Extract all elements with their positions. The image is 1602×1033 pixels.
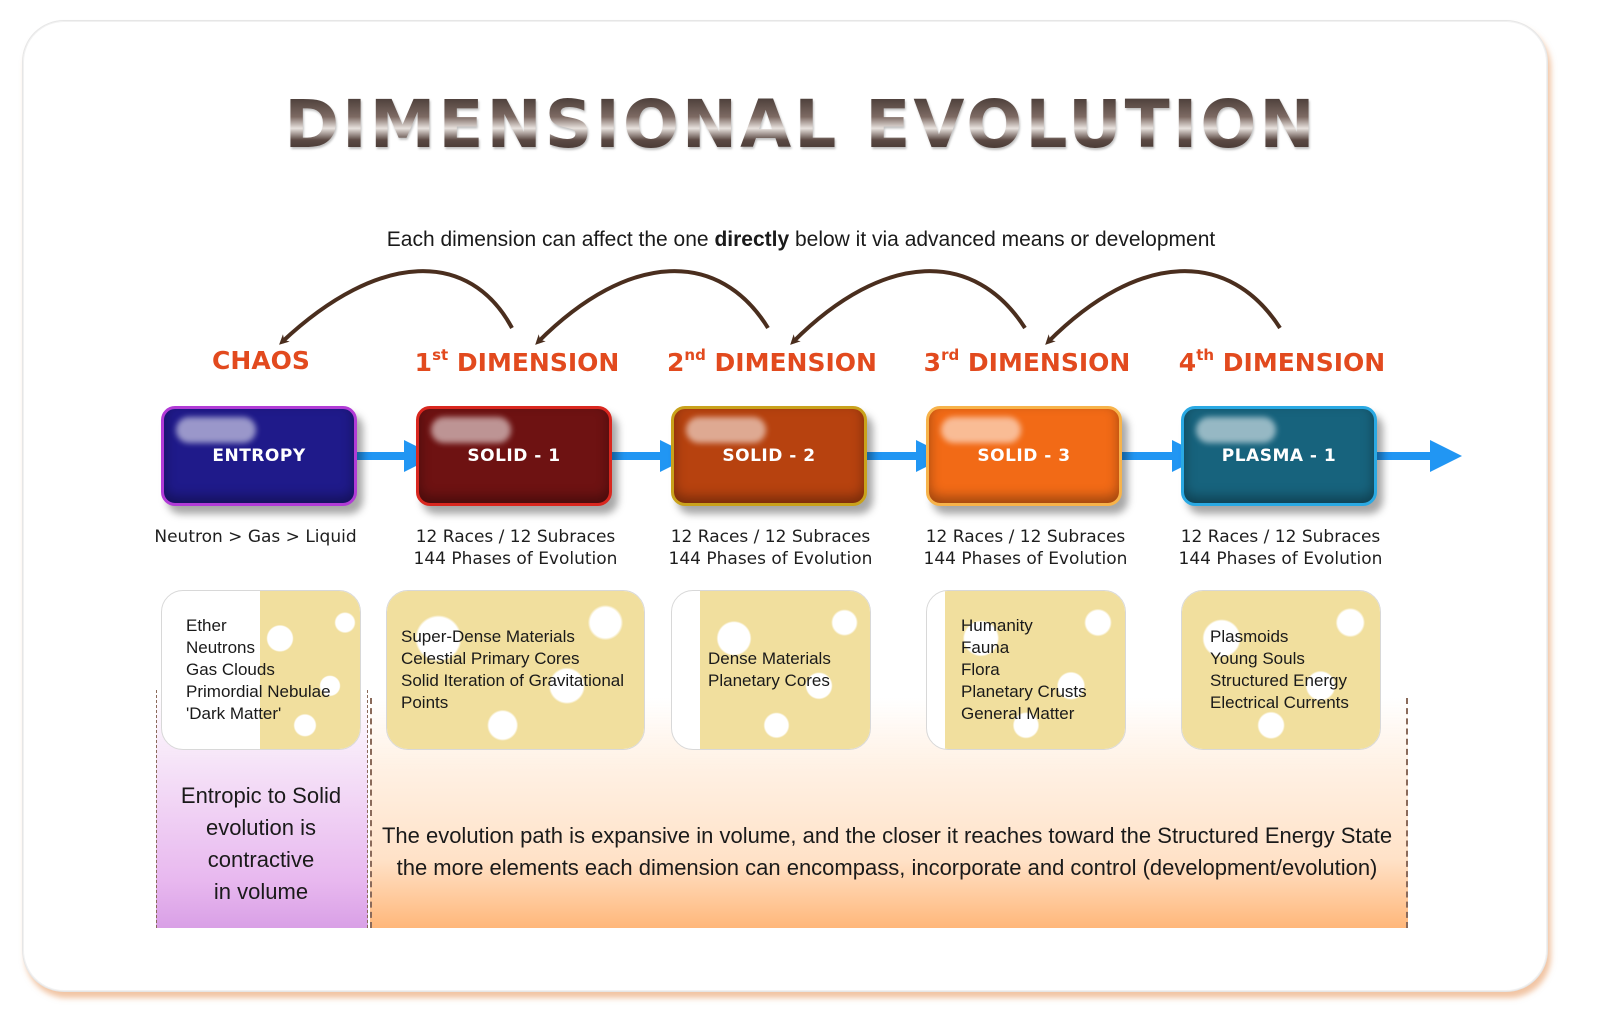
phase-text-chaos: Neutron > Gas > Liquid [154, 527, 357, 547]
subtitle-bold: directly [714, 228, 790, 251]
elements-panel-chaos: Ether Neutrons Gas Clouds Primordial Neb… [161, 590, 361, 750]
element-item: 'Dark Matter' [186, 704, 282, 723]
element-item: Primordial Nebulae [186, 682, 331, 701]
element-item: Young Souls [1210, 649, 1305, 668]
contractive-note: Entropic to Solid evolution is contracti… [180, 783, 342, 904]
stage-label-4th-dimension: 4th DIMENSION [1178, 346, 1386, 377]
element-item: General Matter [961, 704, 1075, 723]
element-item: Neutrons [186, 638, 255, 657]
subtitle-after: below it via advanced means or developme… [789, 228, 1216, 251]
state-box-solid-3: SOLID - 3 [926, 406, 1122, 506]
state-box-plasma-1: PLASMA - 1 [1181, 406, 1377, 506]
influence-arrow-2-to-1 [535, 269, 770, 345]
element-item: Fauna [961, 638, 1010, 657]
element-item: Electrical Currents [1210, 693, 1349, 712]
influence-arrow-4-to-3 [1045, 269, 1282, 345]
elements-panel-1st: Super-Dense Materials Celestial Primary … [386, 590, 645, 750]
subtitle: Each dimension can affect the one direct… [0, 228, 1602, 252]
element-item: Celestial Primary Cores [401, 649, 580, 668]
state-box-entropy: ENTROPY [161, 406, 357, 506]
element-item: Solid Iteration of Gravitational [401, 671, 625, 690]
influence-arrow-3-to-2 [790, 269, 1027, 345]
element-item: Ether [186, 616, 227, 635]
element-item: Super-Dense Materials [401, 627, 575, 646]
element-item: Dense Materials [708, 649, 831, 668]
element-item: Points [401, 693, 449, 712]
state-box-solid-2: SOLID - 2 [671, 406, 867, 506]
element-item: Humanity [961, 616, 1033, 635]
state-box-solid-1: SOLID - 1 [416, 406, 612, 506]
expansive-note: The evolution path is expansive in volum… [381, 823, 1393, 880]
element-item: Planetary Cores [708, 671, 830, 690]
element-item: Plasmoids [1210, 627, 1289, 646]
stage-label-2nd-dimension: 2nd DIMENSION [667, 346, 877, 377]
influence-arrow-1-to-chaos [279, 269, 514, 345]
element-item: Structured Energy [1210, 671, 1348, 690]
stage-label-1st-dimension: 1st DIMENSION [414, 346, 620, 377]
flow-arrow-5 [1362, 440, 1462, 472]
element-item: Planetary Crusts [961, 682, 1087, 701]
stage-label-3rd-dimension: 3rd DIMENSION [923, 346, 1131, 377]
stage-label-chaos: CHAOS [212, 346, 310, 375]
elements-panel-4th: Plasmoids Young Souls Structured Energy … [1181, 590, 1381, 750]
elements-panel-2nd: Dense Materials Planetary Cores [671, 590, 871, 750]
page-title: DIMENSIONAL EVOLUTION [0, 86, 1602, 163]
elements-panel-3rd: Humanity Fauna Flora Planetary Crusts Ge… [926, 590, 1126, 750]
subtitle-before: Each dimension can affect the one [386, 228, 715, 251]
element-item: Gas Clouds [186, 660, 275, 679]
element-item: Flora [961, 660, 1000, 679]
